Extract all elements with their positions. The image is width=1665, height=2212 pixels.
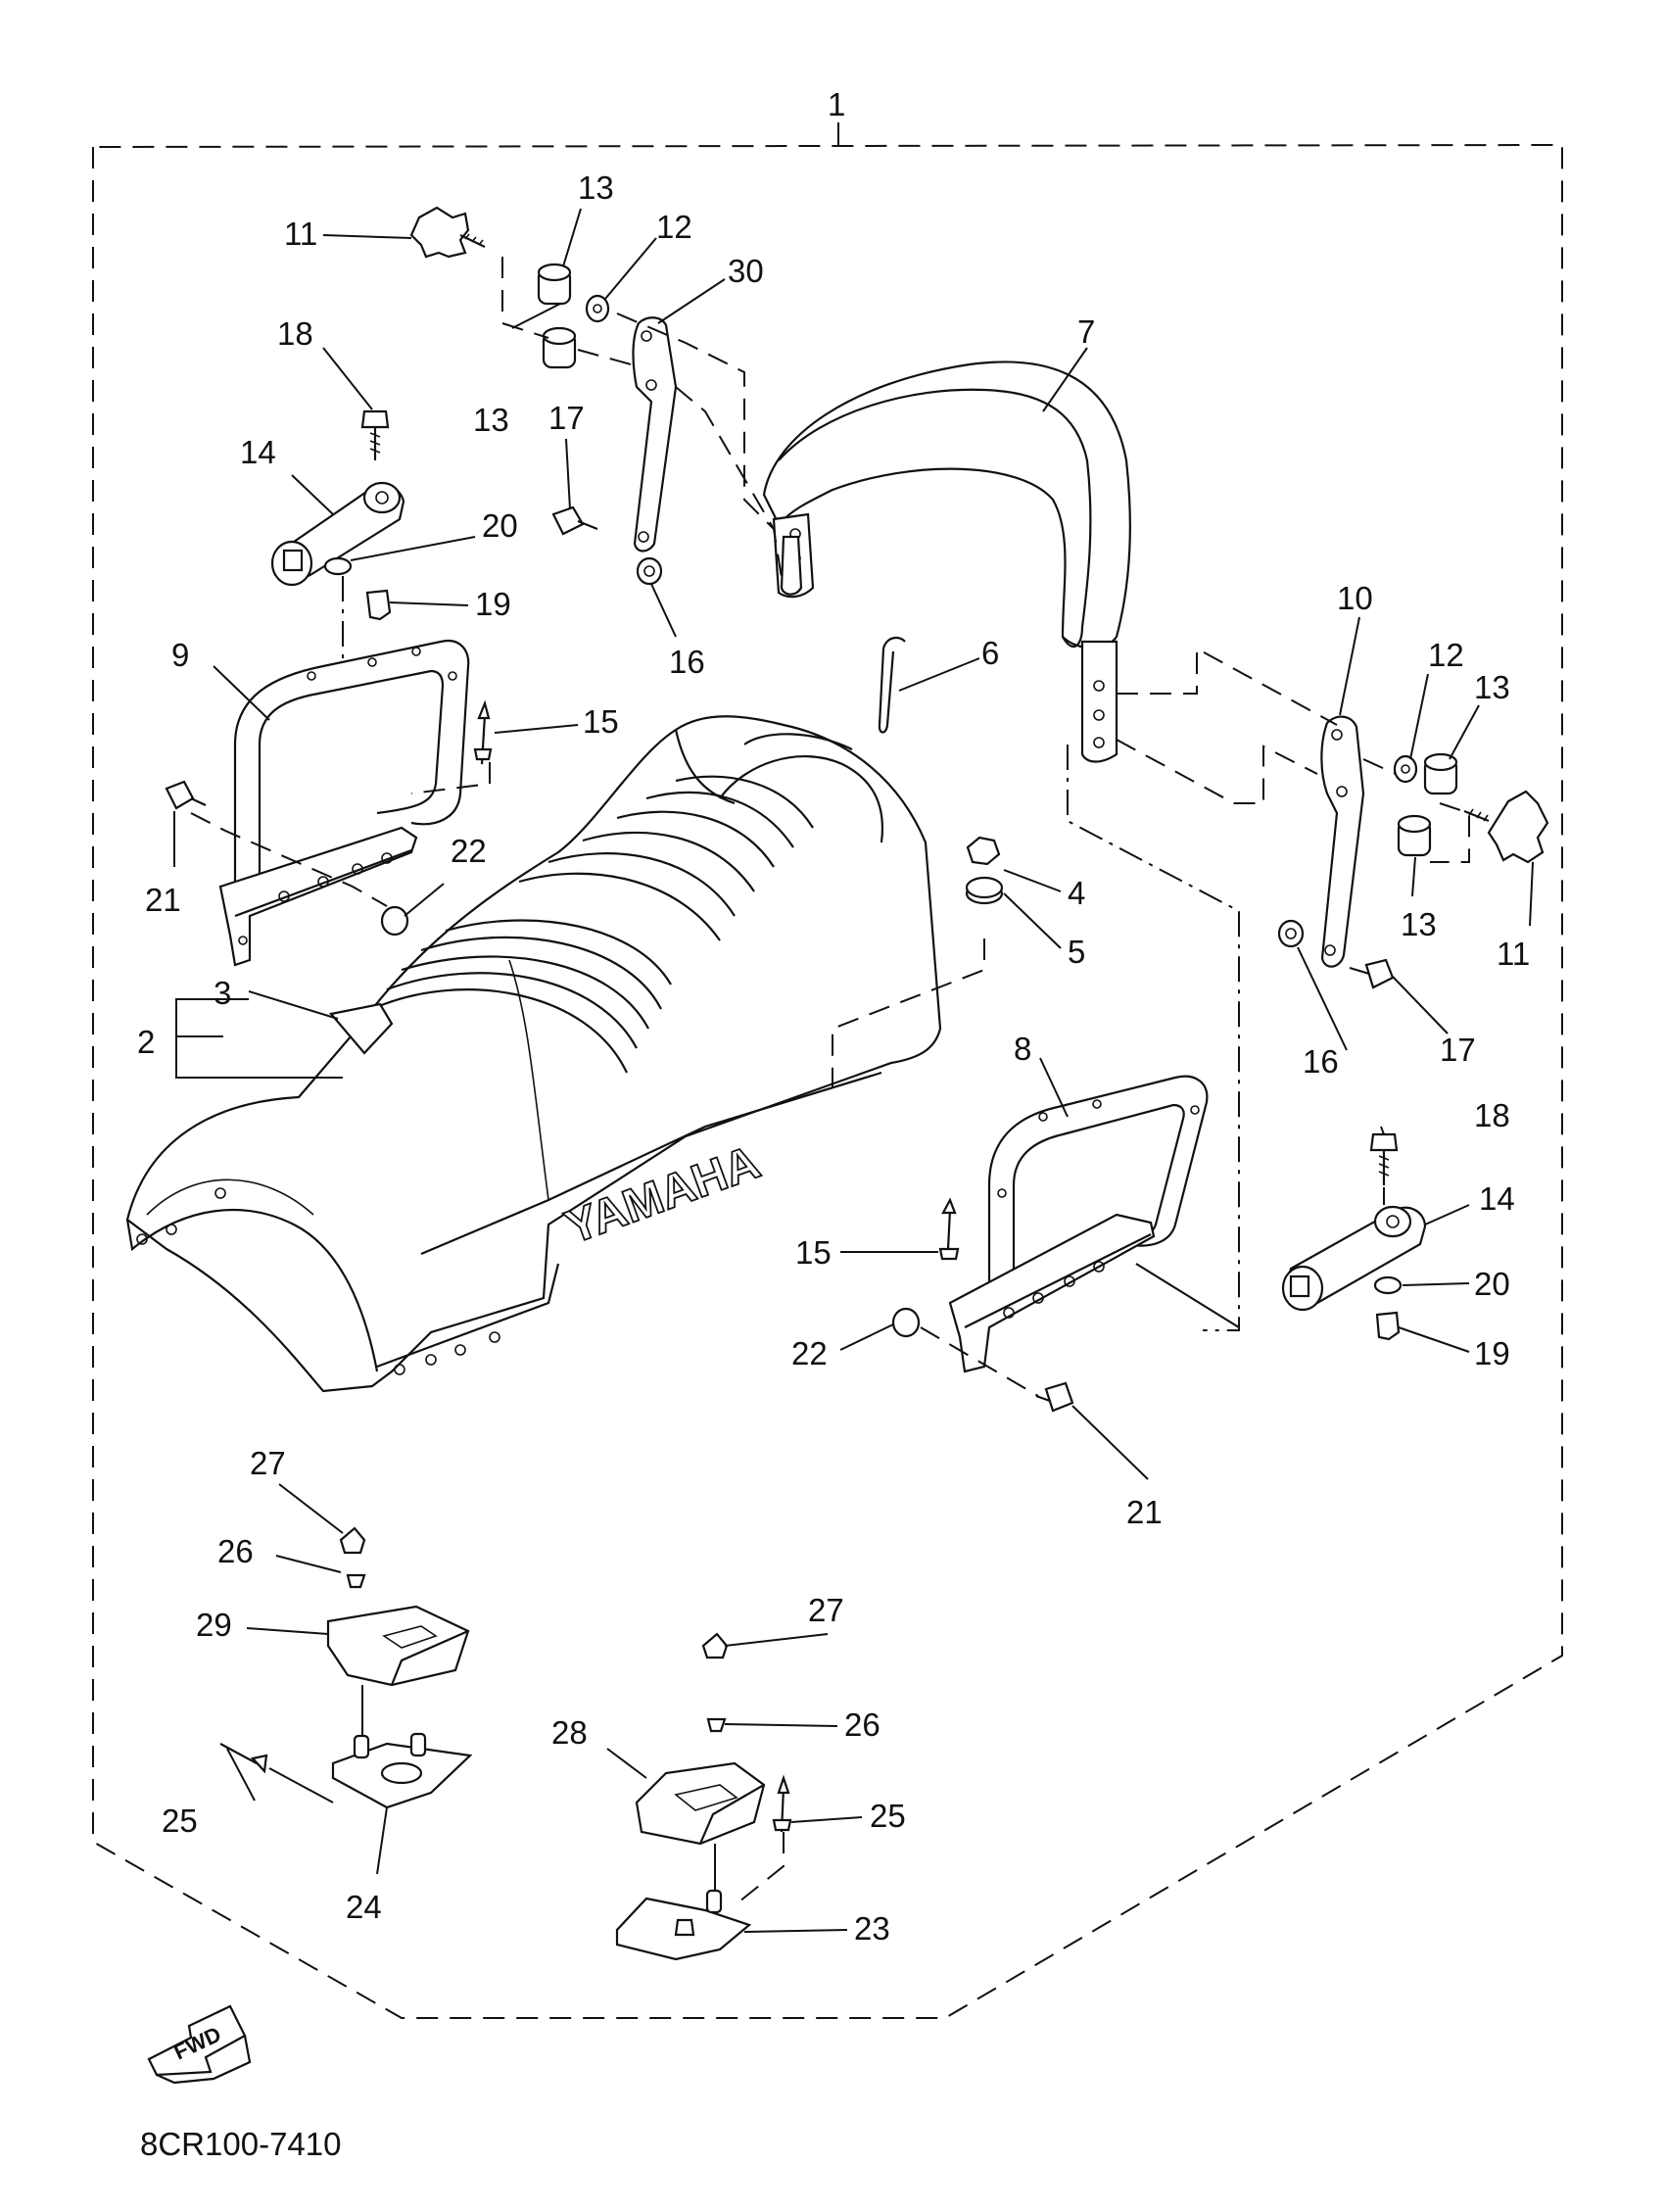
callout-14-left: 14 bbox=[240, 434, 276, 470]
callout-21-left: 21 bbox=[145, 882, 181, 918]
callout-12-left: 12 bbox=[656, 209, 692, 245]
callout-23: 23 bbox=[854, 1910, 890, 1947]
right-backrest-bracket bbox=[1067, 647, 1470, 1331]
left-knob-hardware bbox=[409, 206, 775, 530]
callout-9: 9 bbox=[171, 637, 189, 673]
callout-26-right: 26 bbox=[844, 1707, 880, 1743]
left-latch-set bbox=[219, 1526, 473, 1809]
callout-17-left: 17 bbox=[548, 400, 585, 436]
left-armrest-hardware bbox=[270, 409, 405, 621]
right-latch-set bbox=[615, 1632, 792, 1961]
callout-3: 3 bbox=[214, 975, 231, 1011]
callout-14-right: 14 bbox=[1479, 1180, 1515, 1217]
left-bolt-nut bbox=[551, 386, 783, 586]
callout-29: 29 bbox=[196, 1607, 232, 1643]
callout-12-right: 12 bbox=[1428, 637, 1464, 673]
backrest bbox=[762, 361, 1131, 763]
left-fasteners bbox=[165, 699, 493, 937]
pin bbox=[878, 636, 906, 734]
callout-25-right: 25 bbox=[870, 1798, 906, 1834]
callout-labels: 1 2 3 4 5 6 7 8 9 10 11 11 12 12 13 13 1… bbox=[137, 86, 1530, 1947]
callout-21-right: 21 bbox=[1126, 1494, 1163, 1530]
assembly-boundary bbox=[92, 122, 1563, 2019]
callout-20-left: 20 bbox=[482, 507, 518, 544]
callout-7: 7 bbox=[1077, 313, 1095, 350]
left-grab-handle bbox=[190, 576, 491, 967]
callout-18-right: 18 bbox=[1474, 1097, 1510, 1133]
callout-13-top: 13 bbox=[578, 169, 614, 206]
callout-26-left: 26 bbox=[217, 1533, 254, 1569]
callout-27-right: 27 bbox=[808, 1592, 844, 1628]
callout-25-left: 25 bbox=[162, 1803, 198, 1839]
callout-17-right: 17 bbox=[1440, 1032, 1476, 1068]
callout-2: 2 bbox=[137, 1024, 155, 1060]
callout-11-right: 11 bbox=[1497, 936, 1530, 972]
callout-13-left: 13 bbox=[473, 402, 509, 438]
right-grab-handle bbox=[920, 1075, 1240, 1397]
callout-24: 24 bbox=[346, 1889, 382, 1925]
callout-30: 30 bbox=[728, 253, 764, 289]
callout-19-right: 19 bbox=[1474, 1335, 1510, 1371]
right-armrest-hardware bbox=[1281, 1132, 1427, 1341]
callout-16-right: 16 bbox=[1303, 1043, 1339, 1080]
leader-lines bbox=[173, 208, 1534, 1933]
callout-19-left: 19 bbox=[475, 586, 511, 622]
callout-15-right: 15 bbox=[795, 1234, 832, 1271]
callout-8: 8 bbox=[1014, 1031, 1031, 1067]
callout-13-right-upper: 13 bbox=[1474, 669, 1510, 705]
seat: YAMAHA bbox=[125, 715, 942, 1393]
callout-20-right: 20 bbox=[1474, 1266, 1510, 1302]
callout-22-right: 22 bbox=[791, 1335, 828, 1371]
callout-28: 28 bbox=[551, 1714, 588, 1751]
callout-11-left: 11 bbox=[284, 216, 317, 252]
right-fasteners bbox=[891, 1197, 1074, 1413]
callout-15-left: 15 bbox=[583, 703, 619, 740]
callout-4: 4 bbox=[1068, 875, 1085, 911]
drawing-code: 8CR100-7410 bbox=[140, 2126, 341, 2162]
callout-27-left: 27 bbox=[250, 1445, 286, 1481]
callout-22-left: 22 bbox=[451, 833, 487, 869]
callout-18-left: 18 bbox=[277, 315, 313, 352]
callout-1: 1 bbox=[828, 86, 845, 122]
callout-10: 10 bbox=[1337, 580, 1373, 616]
callout-5: 5 bbox=[1068, 934, 1085, 970]
callout-13-right-lower: 13 bbox=[1401, 906, 1437, 942]
callout-6: 6 bbox=[981, 635, 999, 671]
left-backrest-bracket bbox=[632, 316, 803, 596]
fwd-arrow-icon: FWD bbox=[147, 2004, 252, 2085]
center-nut-washer bbox=[965, 836, 1004, 905]
callout-16-left: 16 bbox=[669, 644, 705, 680]
